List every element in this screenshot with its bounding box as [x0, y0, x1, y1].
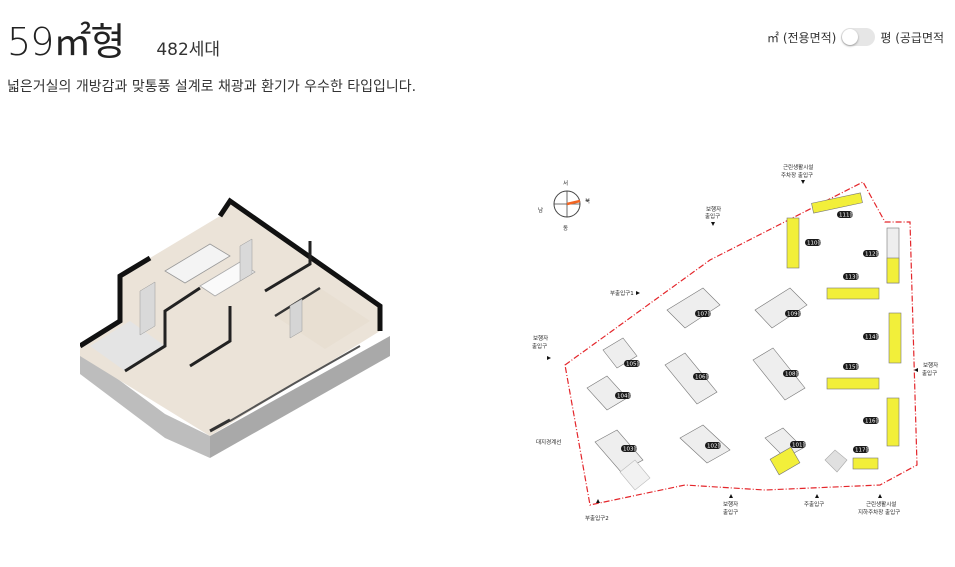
title-row: 59㎡형 482세대	[7, 18, 220, 66]
tag-101: 101동	[792, 442, 808, 449]
label-top-entrance-1: 근린생활시설	[783, 163, 813, 171]
window-frame-2	[209, 418, 231, 433]
outer-wall-top	[217, 197, 383, 331]
block-110	[786, 217, 800, 269]
arrow-ped-top	[711, 222, 715, 226]
block-116	[886, 397, 900, 447]
compass: 서 북 동 남	[538, 179, 590, 232]
inner-wall-3	[264, 241, 312, 293]
kitchen-counter	[164, 243, 231, 284]
tag-115: 115동	[845, 364, 861, 371]
label-bottom-right-1: 근린생활시설	[866, 500, 896, 508]
block-106	[664, 352, 718, 405]
inner-wall-2	[189, 306, 232, 368]
window-frame	[229, 345, 361, 422]
arrow-top-entrance	[801, 180, 805, 184]
tag-117: 117동	[855, 447, 871, 454]
building-tags: 111동 110동 112동 113동 114동 115동 116동 117동 …	[615, 211, 881, 454]
site-boundary	[564, 181, 918, 506]
block-108	[752, 347, 806, 401]
floor-plan-image	[80, 197, 390, 458]
page-title: 59㎡형	[7, 20, 125, 64]
arrow-ped-bottom	[729, 494, 733, 498]
partition-a	[139, 281, 156, 336]
label-top-entrance-2: 주차장 출입구	[781, 171, 813, 179]
block-101	[764, 427, 804, 459]
bathroom-floor	[90, 321, 165, 371]
block-113	[826, 287, 880, 300]
block-103	[594, 429, 644, 473]
label-ped-left-2: 출입구	[532, 342, 547, 350]
block-101-yellow	[769, 446, 801, 476]
outer-wall	[80, 255, 152, 349]
block-107	[666, 287, 721, 329]
label-sub-entrance-1: 부출입구1	[610, 289, 634, 297]
label-ped-right-1: 보행자	[923, 361, 938, 369]
area-unit-toggle-row: ㎡ (전용면적) 평 (공급면적	[767, 28, 944, 46]
label-ped-bottom-2: 출입구	[723, 508, 738, 516]
tag-114: 114동	[865, 334, 881, 341]
block-109	[754, 287, 808, 329]
arrow-sub-entrance-2	[596, 499, 600, 503]
arrow-sub-entrance-1	[636, 291, 640, 295]
area-unit-switch[interactable]	[841, 28, 876, 46]
building-blocks	[586, 192, 902, 491]
compass-right: 북	[585, 198, 590, 205]
compass-left: 남	[538, 206, 543, 214]
block-115	[826, 377, 880, 390]
label-ped-left-1: 보행자	[533, 334, 548, 342]
label-bottom-right-2: 지하주차장 출입구	[858, 508, 900, 516]
label-ped-bottom-1: 보행자	[723, 500, 738, 508]
tag-104: 104동	[617, 393, 633, 400]
arrow-ped-right	[914, 368, 918, 372]
tag-113: 113동	[845, 274, 861, 281]
tag-108: 108동	[785, 371, 801, 378]
block-102	[679, 424, 731, 464]
arrow-ped-left	[547, 356, 551, 360]
tag-102: 102동	[707, 443, 723, 450]
inner-wall-1	[124, 286, 201, 373]
floor-plan-base-right	[210, 336, 390, 458]
arrow-bottom-right-entrance	[878, 494, 882, 498]
label-main-entrance: 주출입구	[804, 500, 824, 508]
toggle-label-sqm[interactable]: ㎡ (전용면적)	[767, 30, 837, 45]
tag-116: 116동	[865, 418, 881, 425]
block-117	[852, 457, 879, 470]
tag-111: 111동	[839, 212, 855, 219]
block-117-gray	[824, 449, 848, 473]
block-111	[811, 192, 863, 214]
tag-103: 103동	[623, 446, 639, 453]
tag-109: 109동	[787, 311, 803, 318]
label-ped-top-2: 출입구	[705, 212, 720, 220]
switch-knob	[842, 29, 859, 45]
type-description: 넓은거실의 개방감과 맞통풍 설계로 채광과 환기가 우수한 타입입니다.	[7, 79, 417, 95]
label-ped-right-2: 출입구	[922, 369, 937, 377]
block-114	[888, 312, 902, 364]
toggle-label-pyeong[interactable]: 평 (공급면적	[880, 30, 945, 45]
household-count: 482세대	[156, 40, 221, 60]
label-ped-top-1: 보행자	[706, 205, 721, 213]
block-112-yellow	[886, 257, 900, 284]
label-sub-entrance-2: 부출입구2	[585, 514, 609, 522]
tag-107: 107동	[697, 311, 713, 318]
tag-112: 112동	[865, 251, 881, 258]
label-boundary: 대지경계선	[536, 438, 561, 446]
site-plan-map: 서 북 동 남 근린생활시설 주차장 출입구 보행자 출입구 부출입구1 보행자…	[532, 163, 938, 522]
tag-105: 105동	[626, 361, 642, 368]
tag-106: 106동	[695, 374, 711, 381]
block-103-ghost	[619, 459, 651, 491]
floor-plan-base-left	[80, 351, 210, 458]
partition-b	[239, 238, 253, 282]
partition-c	[289, 298, 303, 339]
tag-110: 110동	[807, 240, 823, 247]
compass-bottom: 동	[563, 225, 568, 232]
compass-top: 서	[563, 179, 568, 187]
arrow-main-entrance	[815, 494, 819, 498]
